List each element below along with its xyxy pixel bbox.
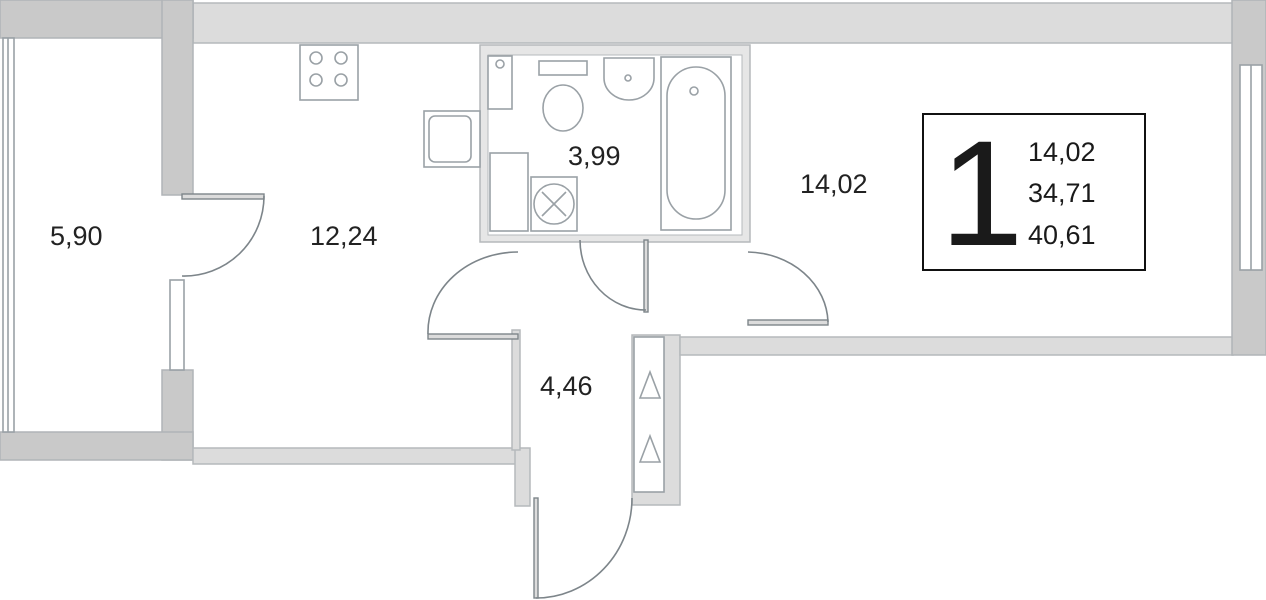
cabinet bbox=[489, 152, 529, 232]
hallway-area-label: 4,46 bbox=[540, 371, 593, 401]
washbasin-icon bbox=[603, 57, 655, 101]
toilet-tank bbox=[538, 60, 588, 76]
kitchen-door-leaf[interactable] bbox=[427, 333, 519, 340]
bathtub-inner bbox=[666, 66, 726, 220]
balcony-bottom-wall bbox=[0, 431, 194, 461]
boiler bbox=[487, 55, 513, 110]
hallway-left-wall bbox=[514, 447, 531, 507]
top-wall bbox=[192, 2, 1234, 44]
hallway-kitchen-wall bbox=[511, 329, 521, 451]
washbasin-drain bbox=[624, 74, 632, 82]
balcony-area-label: 5,90 bbox=[50, 221, 103, 251]
boiler-dial bbox=[495, 59, 505, 69]
bedroom-door-swing bbox=[747, 251, 829, 323]
bedroom-door-leaf[interactable] bbox=[747, 319, 829, 326]
stove-icon bbox=[299, 44, 359, 101]
hanger-icon bbox=[638, 369, 662, 399]
entrance-door-leaf[interactable] bbox=[533, 497, 539, 599]
kitchen-area-label: 12,24 bbox=[310, 221, 378, 251]
balcony-door-leaf[interactable] bbox=[181, 193, 265, 200]
kitchen-sink-bowl bbox=[428, 115, 472, 163]
toilet-icon bbox=[542, 84, 584, 132]
stove-burners bbox=[309, 51, 348, 87]
bathtub-drain bbox=[689, 86, 699, 96]
total-area-with-balcony: 40,61 bbox=[1028, 220, 1096, 250]
balcony-door-swing bbox=[181, 195, 265, 277]
total-area: 34,71 bbox=[1028, 178, 1096, 208]
balcony-door-frame bbox=[169, 279, 185, 371]
washing-machine-drum bbox=[533, 183, 575, 225]
bathroom-area-label: 3,99 bbox=[568, 141, 621, 171]
bathroom-door-swing bbox=[579, 239, 647, 311]
living-area: 14,02 bbox=[1028, 137, 1096, 167]
room-count: 1 bbox=[940, 109, 1023, 277]
balcony-partition-upper bbox=[161, 0, 194, 196]
kitchen-door-swing bbox=[427, 251, 519, 335]
wardrobe bbox=[633, 336, 665, 493]
bathtub bbox=[660, 56, 732, 231]
kitchen-bottom-wall bbox=[192, 447, 521, 465]
washing-machine-cross bbox=[541, 191, 567, 217]
bedroom-area-label: 14,02 bbox=[800, 169, 868, 199]
bathroom-door-leaf[interactable] bbox=[643, 239, 649, 313]
bedroom-bottom-wall bbox=[679, 336, 1234, 356]
entrance-door-swing bbox=[535, 497, 633, 599]
apartment-info-box bbox=[922, 113, 1146, 271]
hanger-icon bbox=[638, 433, 662, 463]
